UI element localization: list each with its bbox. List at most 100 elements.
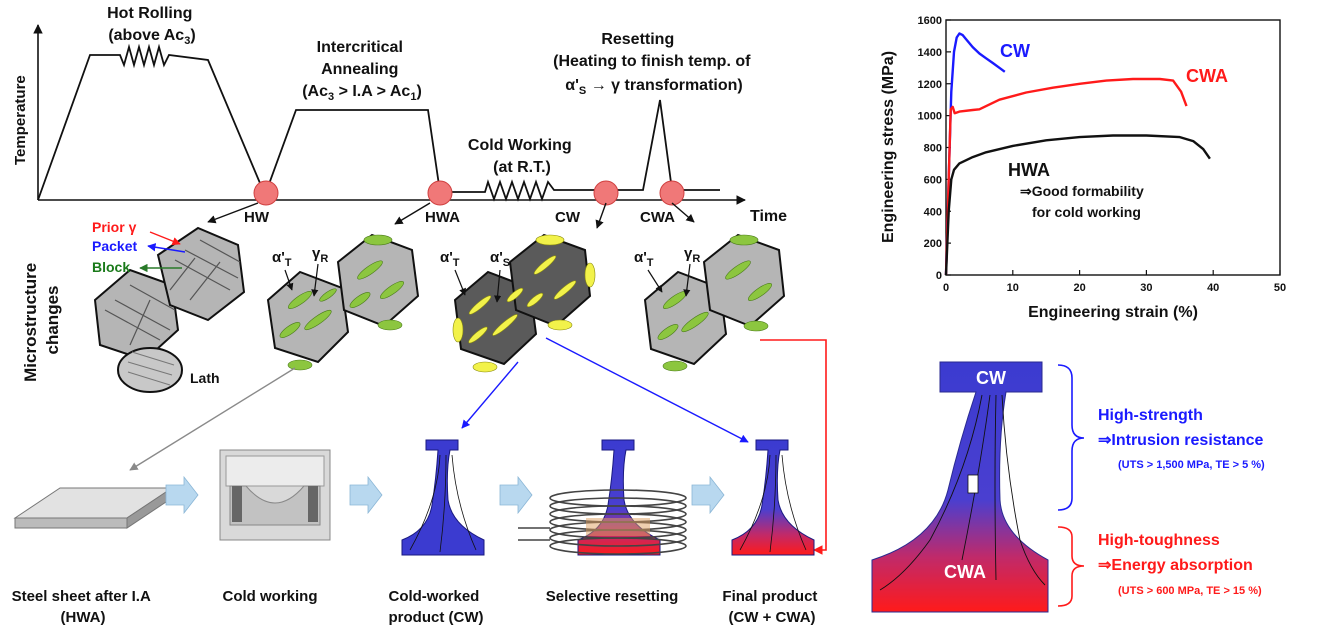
part-shape [871, 361, 1049, 613]
cw-alpha-t-arrow [454, 269, 466, 296]
lath-cylinder-lines [127, 351, 175, 386]
hwa-hexagon-b [336, 233, 420, 328]
microstructure-side-label: Microstructure changes [21, 258, 62, 382]
hw-hexagon-b-lines [169, 239, 241, 301]
cwa-alpha-t-label: α'T [634, 249, 654, 269]
cw-marker [593, 180, 619, 206]
step-label-final: Final product (CW + CWA) [722, 588, 821, 626]
step-label-sheet: Steel sheet after I.A (HWA) [12, 588, 155, 626]
hwa-to-sheet-arrow [129, 367, 296, 471]
cw-alpha-s-arrow [494, 269, 502, 303]
strength-spec: (UTS > 1,500 MPa, TE > 5 %) [1118, 459, 1265, 471]
prior-gamma-arrow [149, 231, 181, 246]
lath-label: Lath [190, 370, 220, 386]
hwa-label: HWA [425, 209, 460, 226]
toughness-brace [1057, 526, 1085, 607]
step-arrow-4 [691, 475, 725, 515]
process-steps: Steel sheet after I.A (HWA) Cold working… [12, 439, 821, 626]
hwa-green-phase [279, 234, 404, 371]
cwa-gamma-arrow [683, 263, 691, 297]
steel-sheet-image [13, 487, 174, 529]
cwa-gamma-r-label: γR [684, 245, 700, 265]
cwa-structure: α'T γR [634, 233, 786, 372]
toughness-sub: ⇒Energy absorption [1098, 557, 1253, 574]
cw-curve [944, 32, 1006, 276]
block-label: Block [92, 259, 130, 275]
strength-title: High-strength [1098, 407, 1203, 424]
x-tick-label: 40 [1207, 282, 1219, 294]
temperature-label: Temperature [12, 75, 29, 165]
lath-cylinder [117, 347, 183, 393]
y-tick-label: 600 [924, 174, 942, 186]
part-flow-lines [879, 394, 1046, 591]
prior-gamma-label: Prior γ [92, 219, 137, 235]
cwa-hexagon-b [702, 233, 786, 328]
cwa-green-phase [657, 234, 772, 372]
strength-brace [1057, 364, 1085, 511]
hw-arrow [207, 202, 259, 224]
hw-structure: Prior γ Packet Block Lath [92, 219, 246, 393]
toughness-spec: (UTS > 600 MPa, TE > 15 %) [1118, 585, 1262, 597]
cw-hexagon-b [508, 233, 592, 328]
cw-label: CW [555, 209, 581, 226]
cwa-curve [944, 77, 1188, 276]
hwa-alpha-t-label: α'T [272, 249, 292, 269]
part-hole [967, 474, 979, 494]
packet-label: Packet [92, 238, 137, 254]
x-tick-label: 10 [1007, 282, 1019, 294]
final-product-image [731, 439, 815, 556]
y-tick-label: 1600 [918, 15, 942, 27]
toughness-title: High-toughness [1098, 532, 1220, 549]
hwa-note-1: ⇒Good formability [1020, 183, 1144, 199]
cold-worked-product-image [401, 439, 485, 556]
step-arrow-1 [165, 475, 199, 515]
cw-yellow-phase [452, 234, 596, 373]
part-top-label: CW [976, 368, 1006, 388]
cw-to-product-arrow [461, 361, 519, 429]
cwa-series-label: CWA [1186, 66, 1228, 86]
step-label-resetting: Selective resetting [546, 588, 679, 605]
y-axis-label: Engineering stress (MPa) [880, 51, 897, 243]
cwa-marker [659, 180, 685, 206]
y-tick-label: 0 [936, 270, 942, 282]
plot-frame [945, 19, 1281, 276]
hw-hexagon-a-lines [104, 284, 176, 346]
cw-arrow [595, 202, 607, 229]
x-axis-label: Engineering strain (%) [1028, 304, 1198, 321]
selective-resetting-image [518, 439, 687, 556]
hwa-arrow [394, 202, 431, 225]
intercritical-label: Intercritical Annealing (Ac3 > I.A > Ac1… [302, 39, 422, 103]
hwa-note-2: for cold working [1032, 204, 1141, 220]
resetting-label: Resetting (Heating to finish temp. of α'… [553, 31, 755, 97]
cw-alpha-t-label: α'T [440, 249, 460, 269]
hot-rolling-label: Hot Rolling (above Ac3) [107, 5, 197, 47]
cold-working-label: Cold Working (at R.T.) [468, 137, 576, 176]
hwa-series-label: HWA [1008, 160, 1050, 180]
hw-hexagon-a [93, 268, 180, 362]
y-tick-label: 400 [924, 206, 942, 218]
hwa-hexagon-a [266, 270, 350, 364]
part-detail: CW CWA High-strength ⇒Intrusion resistan… [871, 361, 1265, 613]
step-label-cold-worked: Cold-worked product (CW) [388, 588, 483, 626]
time-label: Time [750, 208, 787, 225]
packet-arrow [147, 243, 186, 253]
process-diagram: Temperature Time Hot Rolling (above Ac3)… [12, 5, 787, 229]
cw-structure: α'T α'S [440, 233, 596, 373]
hw-marker [253, 180, 279, 206]
x-tick-label: 20 [1073, 282, 1085, 294]
hwa-marker [427, 180, 453, 206]
step-arrow-2 [349, 475, 383, 515]
hwa-curve [944, 134, 1211, 276]
cw-alpha-s-label: α'S [490, 249, 510, 269]
strength-sub: ⇒Intrusion resistance [1098, 432, 1264, 449]
hwa-gamma-arrow [311, 263, 319, 297]
x-tick-label: 0 [943, 282, 949, 294]
y-tick-label: 1000 [918, 111, 942, 123]
cold-working-die-image [219, 449, 331, 541]
series-group [944, 32, 1211, 276]
hw-label: HW [244, 209, 270, 226]
